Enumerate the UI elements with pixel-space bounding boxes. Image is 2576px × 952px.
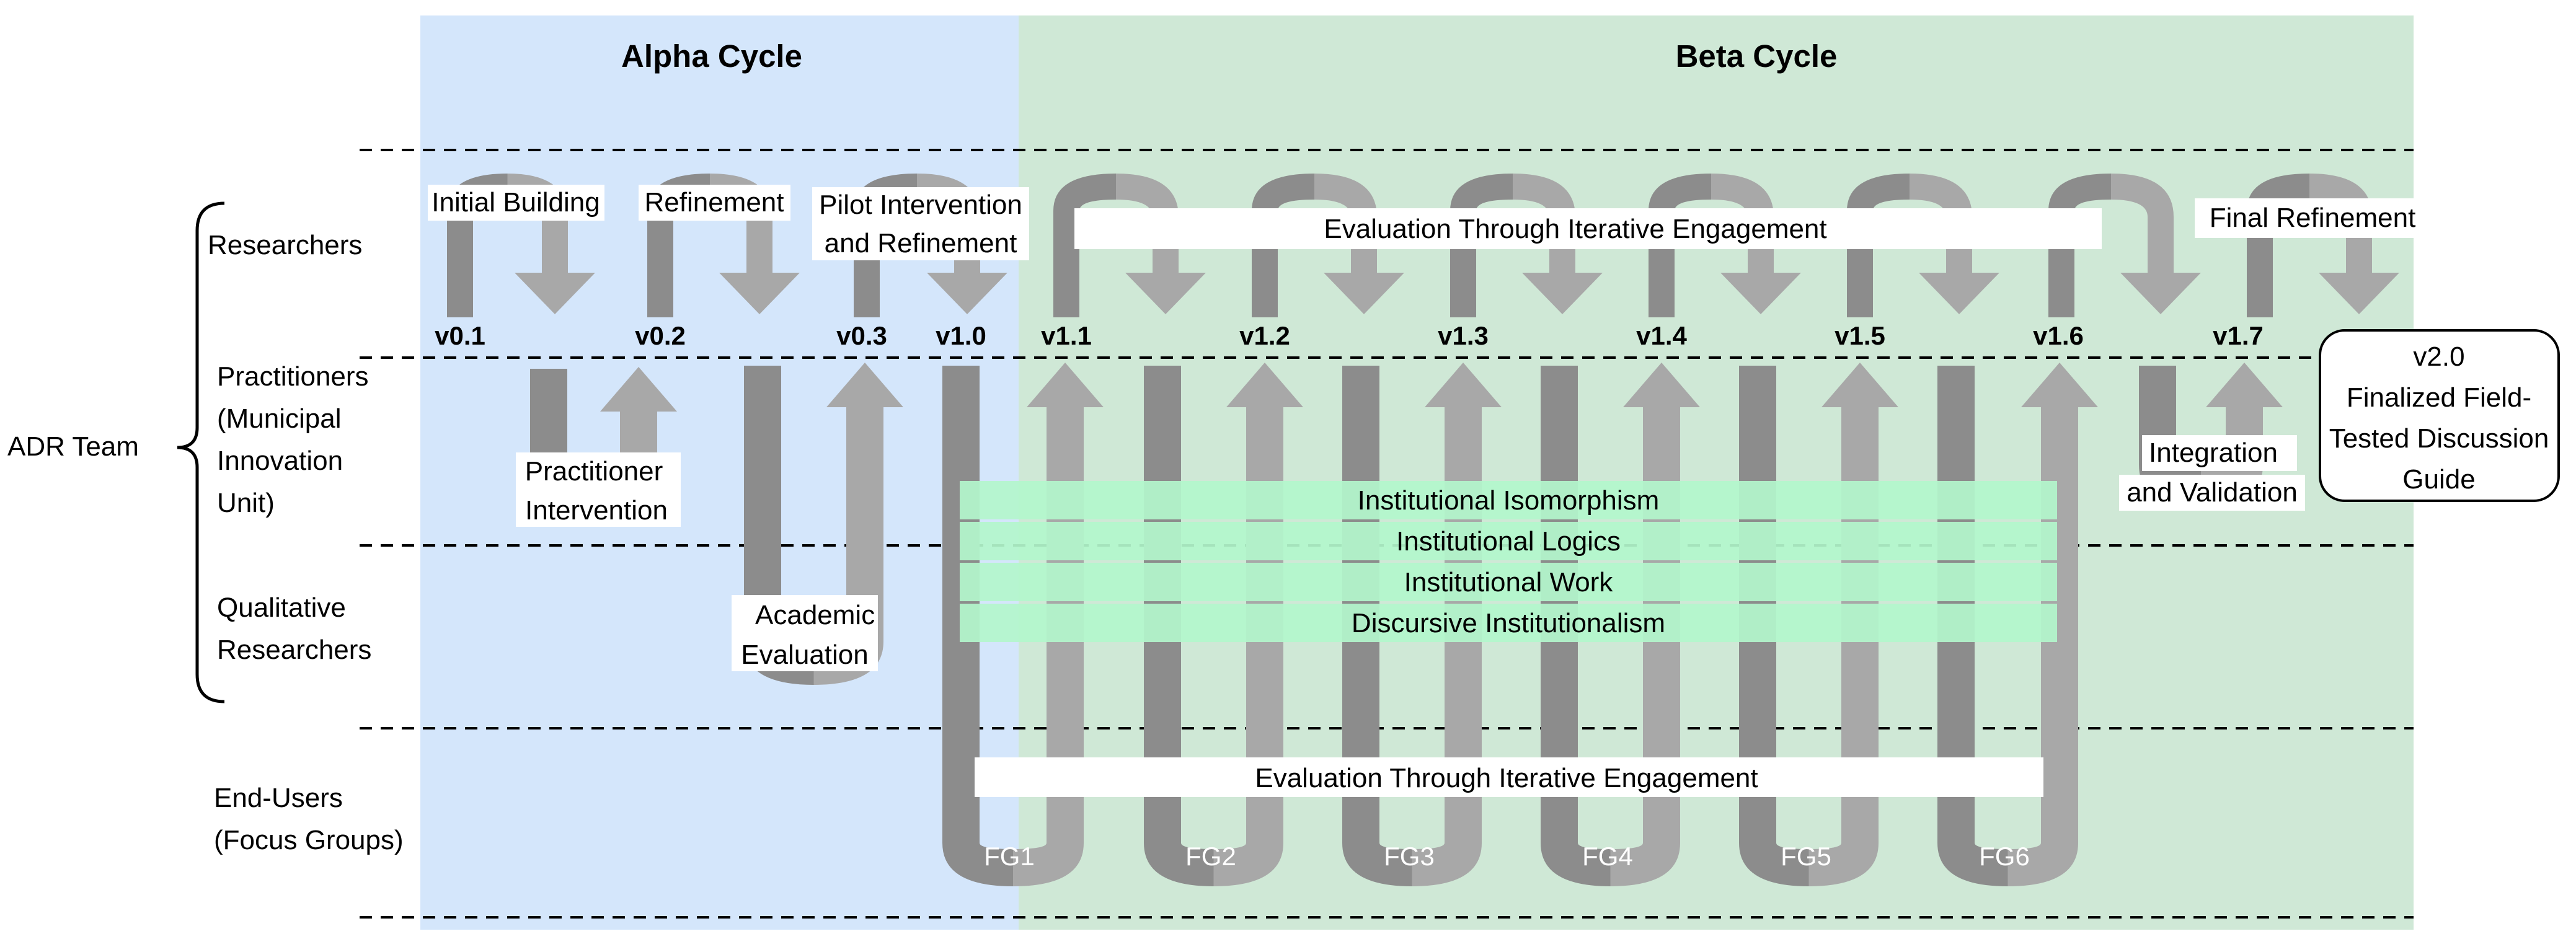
step-integration-validation: Integration and Validation [2119,435,2305,511]
alpha-cycle-title: Alpha Cycle [621,38,802,74]
svg-text:Integration: Integration [2149,438,2278,468]
version-v1-3: v1.3 [1438,321,1489,350]
svg-text:Practitioners: Practitioners [217,361,369,392]
step-evaluation-top: Evaluation Through Iterative Engagement [1074,208,2102,249]
version-v1-6: v1.6 [2033,321,2084,350]
version-v1-2: v1.2 [1239,321,1290,350]
role-researchers: Researchers [208,230,362,260]
step-final-refinement: Final Refinement [2195,198,2430,238]
adr-team-label: ADR Team [7,431,139,462]
focus-group-fg6: FG6 [1979,842,2030,871]
svg-text:Guide: Guide [2402,464,2475,495]
step-pilot-intervention: Pilot Intervention and Refinement [812,187,1029,260]
version-v0-2: v0.2 [635,321,686,350]
focus-group-fg1: FG1 [984,842,1035,871]
step-refinement: Refinement [639,185,790,221]
svg-text:End-Users: End-Users [214,783,343,813]
lens-4: Discursive Institutionalism [960,604,2057,642]
version-v1-1: v1.1 [1041,321,1092,350]
step-practitioner-intervention: Practitioner Intervention [516,452,681,527]
svg-text:Final Refinement: Final Refinement [2210,203,2416,233]
svg-text:Academic: Academic [755,600,875,630]
svg-text:Institutional Logics: Institutional Logics [1396,526,1621,557]
step-academic-evaluation: Academic Evaluation [732,595,878,671]
svg-text:Tested Discussion: Tested Discussion [2329,423,2549,454]
focus-group-fg3: FG3 [1384,842,1435,871]
version-v0-3: v0.3 [836,321,887,350]
focus-group-fg5: FG5 [1781,842,1831,871]
svg-text:and Refinement: and Refinement [825,228,1017,258]
adr-team-brace [177,201,225,703]
svg-text:Qualitative: Qualitative [217,593,346,623]
focus-group-fg4: FG4 [1582,842,1633,871]
svg-text:Institutional Isomorphism: Institutional Isomorphism [1358,485,1660,516]
svg-text:Intervention: Intervention [525,495,668,526]
svg-text:Evaluation: Evaluation [741,640,868,670]
svg-text:and Validation: and Validation [2127,477,2298,508]
version-v1-7: v1.7 [2213,321,2264,350]
focus-group-fg2: FG2 [1185,842,1236,871]
beta-cycle-title: Beta Cycle [1676,38,1838,74]
version-v1-5: v1.5 [1835,321,1885,350]
version-v1-4: v1.4 [1636,321,1687,350]
svg-text:Innovation: Innovation [217,446,343,476]
svg-text:(Focus Groups): (Focus Groups) [214,825,404,855]
role-qualitative-researchers: Qualitative Researchers [217,593,371,665]
version-v1-0: v1.0 [936,321,986,350]
svg-text:v2.0: v2.0 [2413,342,2464,372]
version-v0-1: v0.1 [435,321,485,350]
step-evaluation-bottom: Evaluation Through Iterative Engagement [975,757,2043,797]
role-end-users: End-Users (Focus Groups) [214,783,404,855]
svg-text:Finalized Field-: Finalized Field- [2347,382,2531,413]
svg-text:Unit): Unit) [217,488,275,518]
step-initial-building: Initial Building [428,185,604,221]
lens-2: Institutional Logics [960,522,2057,560]
focus-group-labels: FG1 FG2 FG3 FG4 FG5 FG6 [984,842,2030,871]
svg-text:Initial Building: Initial Building [432,187,600,218]
final-output-box: v2.0 Finalized Field- Tested Discussion … [2319,329,2560,502]
role-practitioners: Practitioners (Municipal Innovation Unit… [217,361,369,518]
svg-text:Evaluation Through Iterative E: Evaluation Through Iterative Engagement [1255,763,1758,793]
lens-3: Institutional Work [960,563,2057,601]
svg-text:(Municipal: (Municipal [217,403,342,434]
alpha-cycle-panel [420,15,1019,930]
svg-text:Evaluation Through Iterative E: Evaluation Through Iterative Engagement [1324,214,1826,244]
version-labels: v0.1 v0.2 v0.3 v1.0 v1.1 v1.2 v1.3 v1.4 v1.5 v1.6… [435,321,2264,350]
svg-text:Practitioner: Practitioner [525,456,663,487]
svg-text:Pilot Intervention: Pilot Intervention [819,190,1022,220]
svg-text:Institutional Work: Institutional Work [1404,567,1614,597]
svg-text:Researchers: Researchers [217,635,371,665]
svg-text:Discursive Institutionalism: Discursive Institutionalism [1352,608,1665,638]
svg-text:Refinement: Refinement [644,187,784,218]
lens-1: Institutional Isomorphism [960,481,2057,519]
